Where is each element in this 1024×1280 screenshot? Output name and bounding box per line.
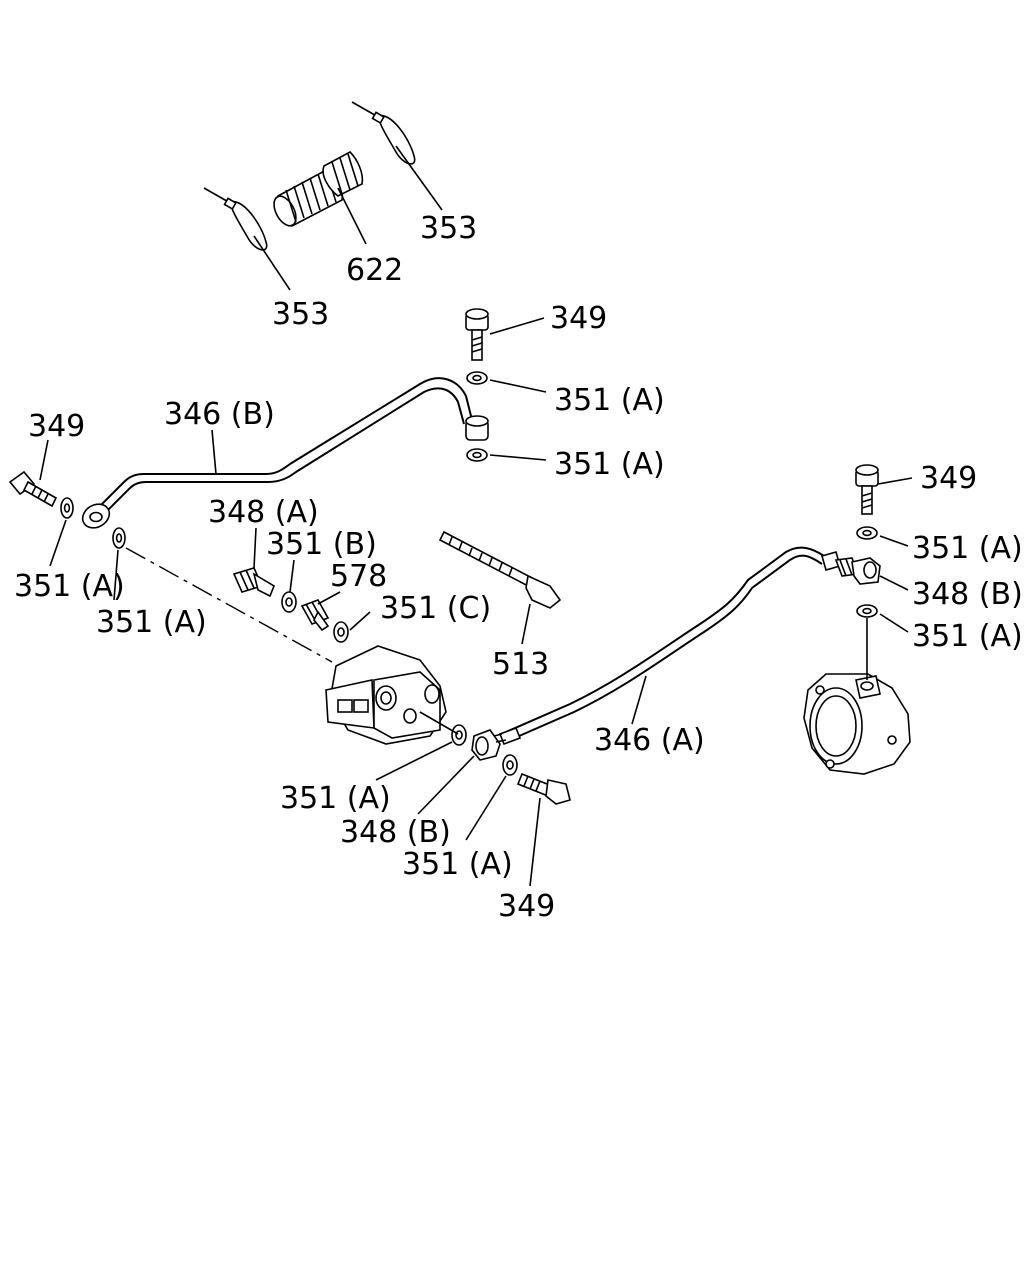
bolt-349-top — [465, 308, 489, 361]
label-351b: 351 (B) — [266, 527, 377, 562]
washers — [60, 371, 878, 776]
fitting-578 — [300, 599, 330, 632]
cable-tie — [438, 530, 562, 609]
bolt-349-right — [855, 464, 879, 515]
label-622: 622 — [346, 253, 403, 288]
label-351a-left2: 351 (A) — [96, 605, 207, 640]
valve-housing-right — [803, 618, 911, 775]
label-349-bottom: 349 — [498, 889, 555, 924]
leader-lines — [39, 145, 913, 887]
label-348b-bottom: 348 (B) — [340, 815, 451, 850]
hose-clamp-left — [203, 187, 268, 251]
hose-clamp-top-right — [351, 101, 416, 165]
label-346a: 346 (A) — [594, 723, 705, 758]
label-351a-top1: 351 (A) — [554, 383, 665, 418]
fitting-348a — [232, 567, 275, 598]
label-351a-right1: 351 (A) — [912, 531, 1023, 566]
label-353-top: 353 — [420, 211, 477, 246]
bolt-349-bottom — [516, 772, 571, 805]
callout-labels: 353 622 353 349 351 (A) 351 (A) 349 346 … — [14, 211, 1023, 924]
label-349-left: 349 — [28, 409, 85, 444]
label-578: 578 — [330, 559, 387, 594]
label-351a-top2: 351 (A) — [554, 447, 665, 482]
label-353-left: 353 — [272, 297, 329, 332]
label-348a: 348 (A) — [208, 495, 319, 530]
fitting-348b-right — [834, 557, 881, 585]
label-351a-bottom1: 351 (A) — [280, 781, 391, 816]
label-513: 513 — [492, 647, 549, 682]
label-348b-right: 348 (B) — [912, 577, 1023, 612]
label-351c: 351 (C) — [380, 591, 491, 626]
bolt-349-left — [8, 470, 58, 508]
pipe-346a — [498, 546, 841, 746]
label-349-right: 349 — [920, 461, 977, 496]
label-351a-right2: 351 (A) — [912, 619, 1023, 654]
label-346b: 346 (B) — [164, 397, 275, 432]
pipe-346b — [95, 377, 473, 517]
protective-hose — [273, 151, 364, 227]
label-351a-left1: 351 (A) — [14, 569, 125, 604]
banjo-eye-left — [81, 503, 111, 529]
label-351a-bottom2: 351 (A) — [402, 847, 513, 882]
banjo-fitting-upper — [465, 415, 489, 441]
label-349-top: 349 — [550, 301, 607, 336]
pump-housing — [125, 547, 459, 745]
fitting-348b-bottom — [471, 729, 507, 761]
